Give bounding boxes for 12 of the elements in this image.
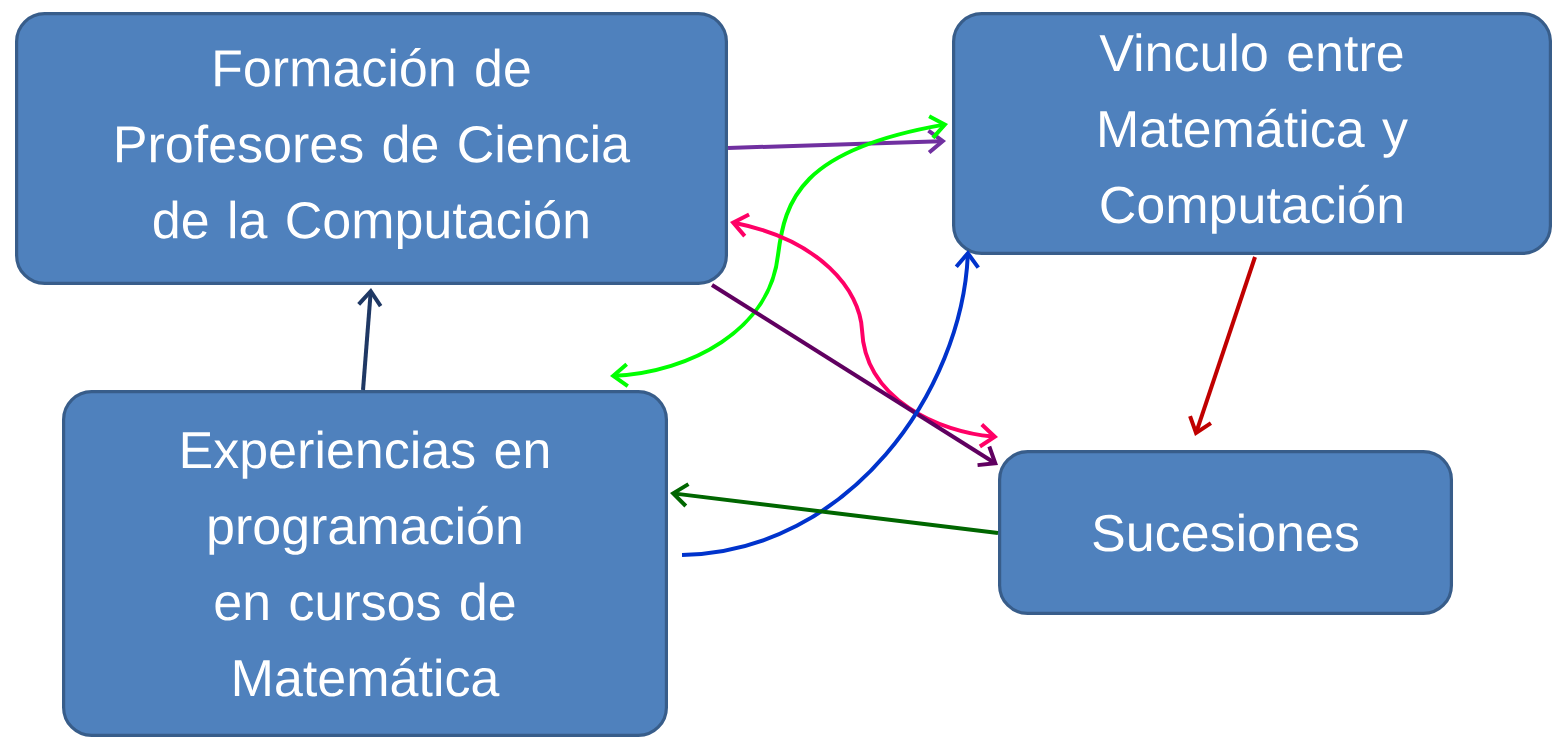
arrow — [1188, 256, 1257, 436]
arrow — [357, 288, 383, 391]
process-box: Formación de Profesores de Ciencia de la Computación — [15, 12, 728, 285]
arrow — [610, 114, 948, 388]
arrow — [681, 250, 980, 557]
process-box: Sucesiones — [998, 450, 1453, 615]
arrow — [710, 283, 998, 468]
arrow — [730, 212, 998, 449]
process-box: Experiencias en programación en cursos de Matemática — [62, 390, 668, 737]
arrow — [670, 482, 999, 535]
process-box: Vinculo entre Matemática y Computación — [952, 12, 1552, 255]
arrow — [727, 128, 946, 155]
